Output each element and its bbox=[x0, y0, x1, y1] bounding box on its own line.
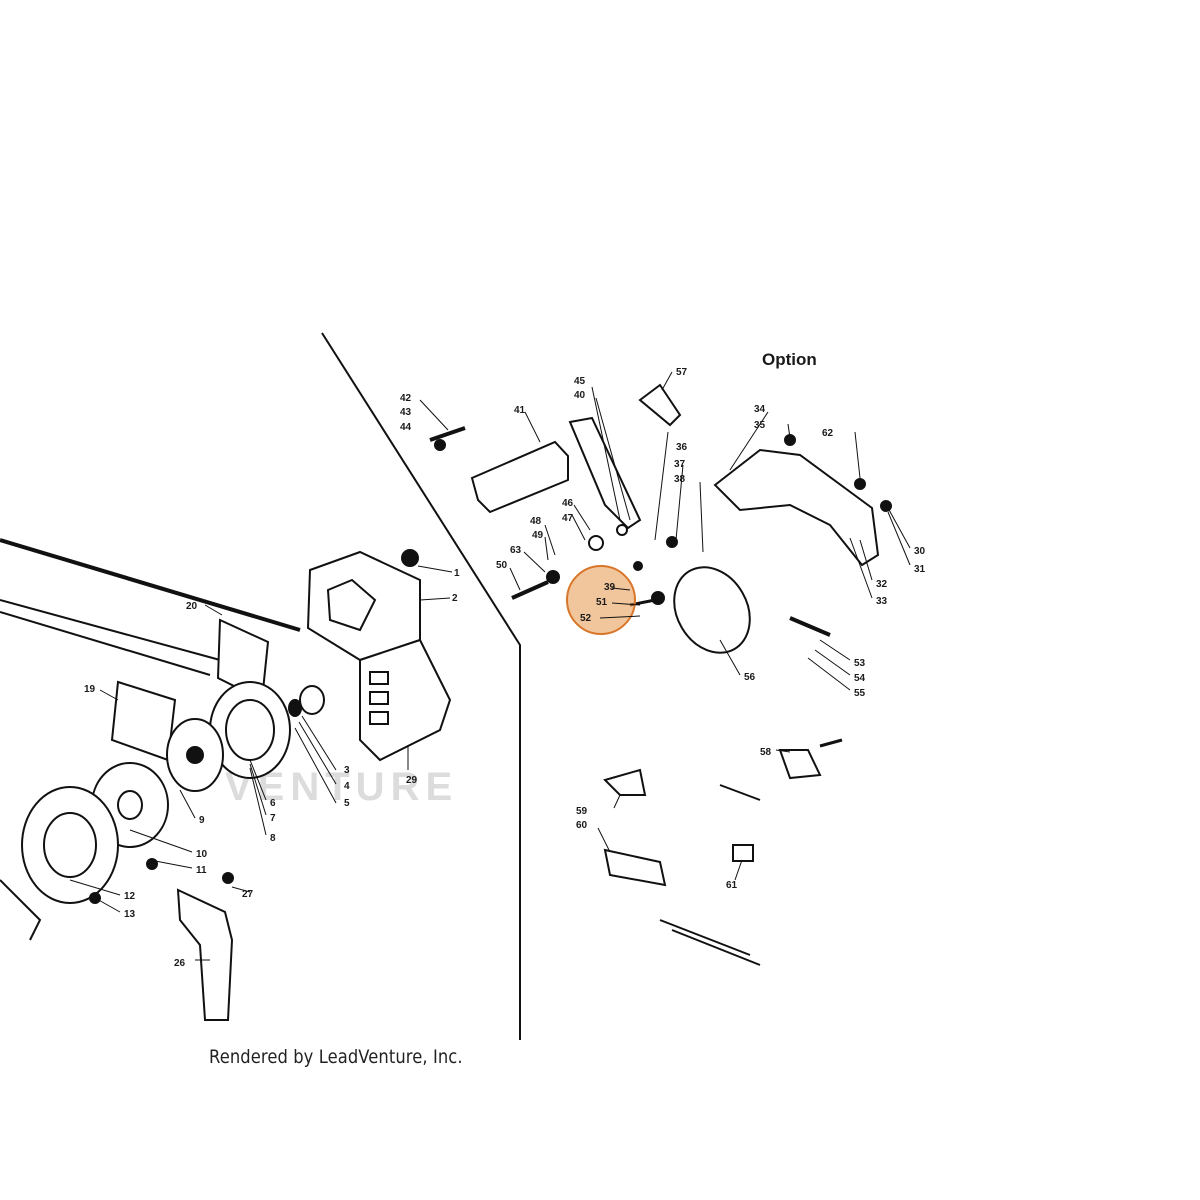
callout-19: 19 bbox=[84, 684, 96, 695]
callout-62: 62 bbox=[822, 428, 834, 439]
callout-12: 12 bbox=[124, 891, 136, 902]
callout-32: 32 bbox=[876, 579, 888, 590]
callout-26: 26 bbox=[174, 958, 186, 969]
left-assembly bbox=[0, 538, 452, 1021]
callout-5: 5 bbox=[344, 798, 350, 809]
callout-2: 2 bbox=[452, 593, 458, 604]
callout-49: 49 bbox=[532, 530, 544, 541]
callout-4: 4 bbox=[344, 781, 350, 792]
callout-6: 6 bbox=[270, 798, 276, 809]
callout-61: 61 bbox=[726, 880, 738, 891]
callout-35: 35 bbox=[754, 420, 766, 431]
callout-37: 37 bbox=[674, 459, 686, 470]
callout-38: 38 bbox=[674, 474, 686, 485]
callout-29: 29 bbox=[406, 775, 418, 786]
credit-line: Rendered by LeadVenture, Inc. bbox=[209, 1046, 463, 1068]
callout-30: 30 bbox=[914, 546, 926, 557]
callout-50: 50 bbox=[496, 560, 508, 571]
callout-1: 1 bbox=[454, 568, 460, 579]
callout-55: 55 bbox=[854, 688, 866, 699]
callout-53: 53 bbox=[854, 658, 866, 669]
callout-51: 51 bbox=[596, 597, 608, 608]
callout-42: 42 bbox=[400, 393, 412, 404]
callout-10: 10 bbox=[196, 849, 208, 860]
callout-58: 58 bbox=[760, 747, 772, 758]
callout-3: 3 bbox=[344, 765, 350, 776]
callout-11: 11 bbox=[196, 865, 207, 876]
callout-33: 33 bbox=[876, 596, 888, 607]
callout-34: 34 bbox=[754, 404, 766, 415]
callout-43: 43 bbox=[400, 407, 412, 418]
callout-52: 52 bbox=[580, 613, 592, 624]
callout-57: 57 bbox=[676, 367, 688, 378]
option-heading: Option bbox=[762, 350, 817, 369]
callout-48: 48 bbox=[530, 516, 542, 527]
callout-27: 27 bbox=[242, 889, 254, 900]
callout-7: 7 bbox=[270, 813, 276, 824]
leader-lines bbox=[69, 371, 911, 961]
callout-9: 9 bbox=[199, 815, 205, 826]
right-assembly bbox=[429, 383, 892, 966]
callout-44: 44 bbox=[400, 422, 412, 433]
callout-13: 13 bbox=[124, 909, 136, 920]
callout-59: 59 bbox=[576, 806, 588, 817]
callout-39: 39 bbox=[604, 582, 616, 593]
section-divider bbox=[321, 332, 521, 1040]
callout-labels: 1 2 3 4 5 6 7 8 9 10 11 12 13 19 20 26 2… bbox=[84, 367, 926, 969]
callout-60: 60 bbox=[576, 820, 588, 831]
callout-47: 47 bbox=[562, 513, 574, 524]
callout-46: 46 bbox=[562, 498, 574, 509]
callout-54: 54 bbox=[854, 673, 866, 684]
callout-41: 41 bbox=[514, 405, 526, 416]
callout-8: 8 bbox=[270, 833, 276, 844]
callout-36: 36 bbox=[676, 442, 688, 453]
callout-40: 40 bbox=[574, 390, 586, 401]
callout-20: 20 bbox=[186, 601, 198, 612]
callout-63: 63 bbox=[510, 545, 522, 556]
callout-56: 56 bbox=[744, 672, 756, 683]
callout-45: 45 bbox=[574, 376, 586, 387]
callout-31: 31 bbox=[914, 564, 926, 575]
